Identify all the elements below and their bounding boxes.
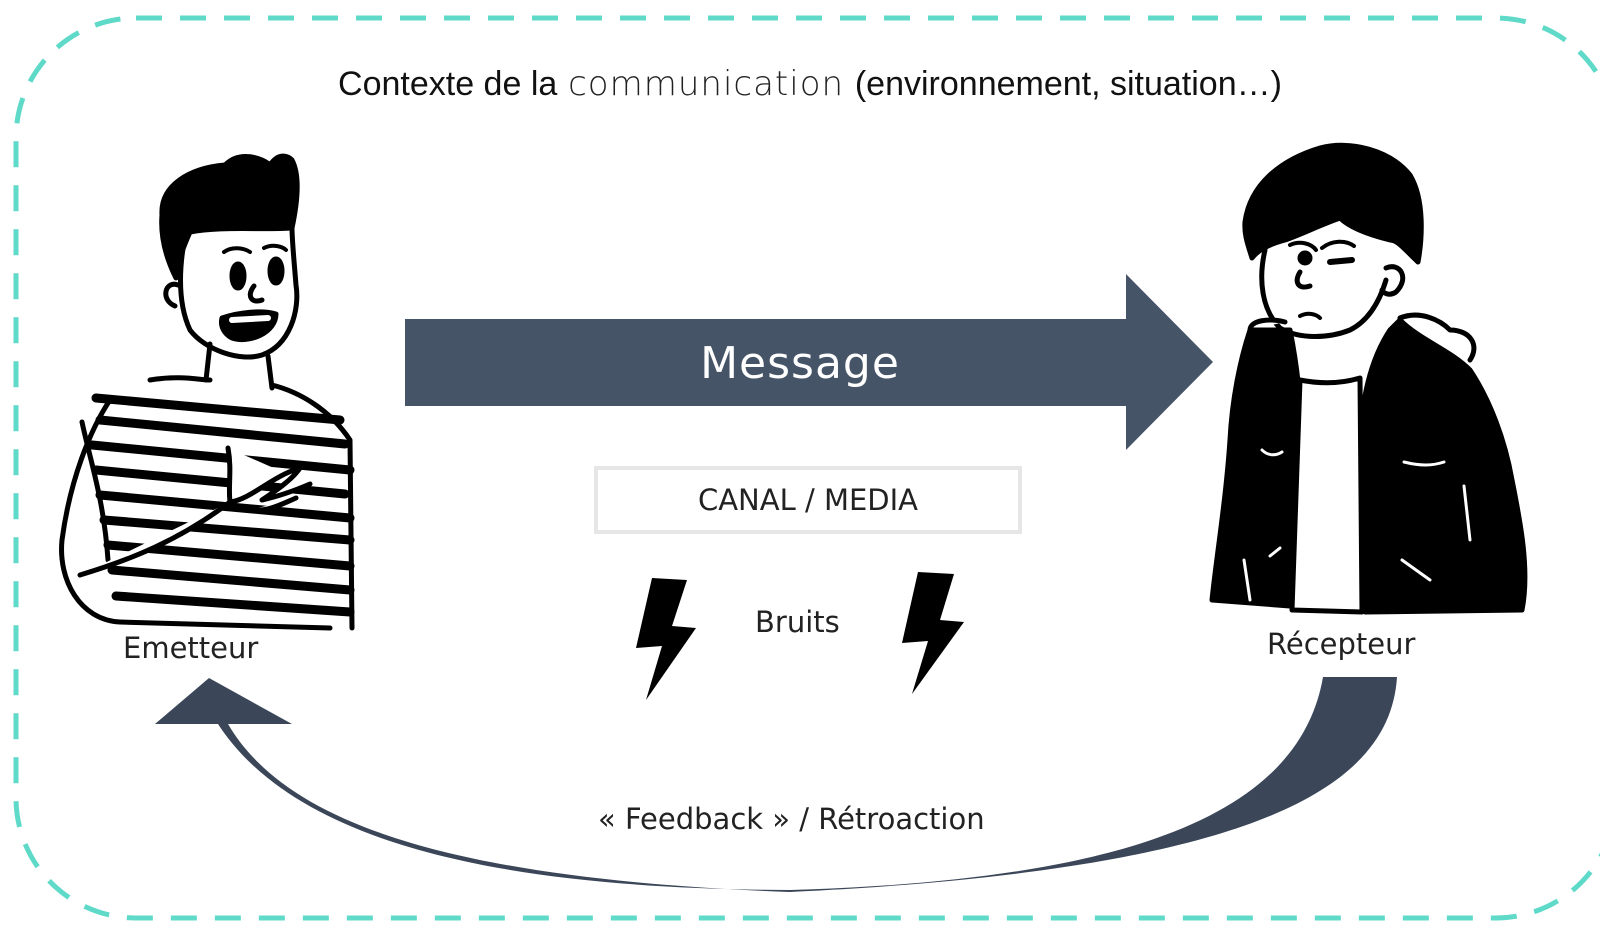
channel-label: CANAL / MEDIA (697, 483, 919, 517)
context-border (13, 15, 1600, 921)
message-arrow (405, 274, 1213, 450)
message-label: Message (700, 338, 900, 389)
context-title: Contexte de la communication (environnem… (0, 64, 1600, 104)
noise-label: Bruits (755, 605, 840, 639)
feedback-label: « Feedback » / Rétroaction (598, 802, 985, 836)
context-title-part3: (environnement, situation…) (854, 65, 1282, 103)
sender-label: Emetteur (123, 631, 259, 665)
channel-box: CANAL / MEDIA (594, 466, 1022, 534)
lightning-icon-right (902, 572, 964, 694)
receiver-illustration (1209, 142, 1528, 615)
lightning-icon-left (636, 578, 696, 700)
context-title-part2: communication (568, 64, 845, 104)
context-title-part1: Contexte de la (338, 65, 558, 103)
feedback-arrow (155, 677, 1397, 892)
receiver-label: Récepteur (1267, 627, 1416, 661)
sender-illustration (59, 153, 355, 631)
